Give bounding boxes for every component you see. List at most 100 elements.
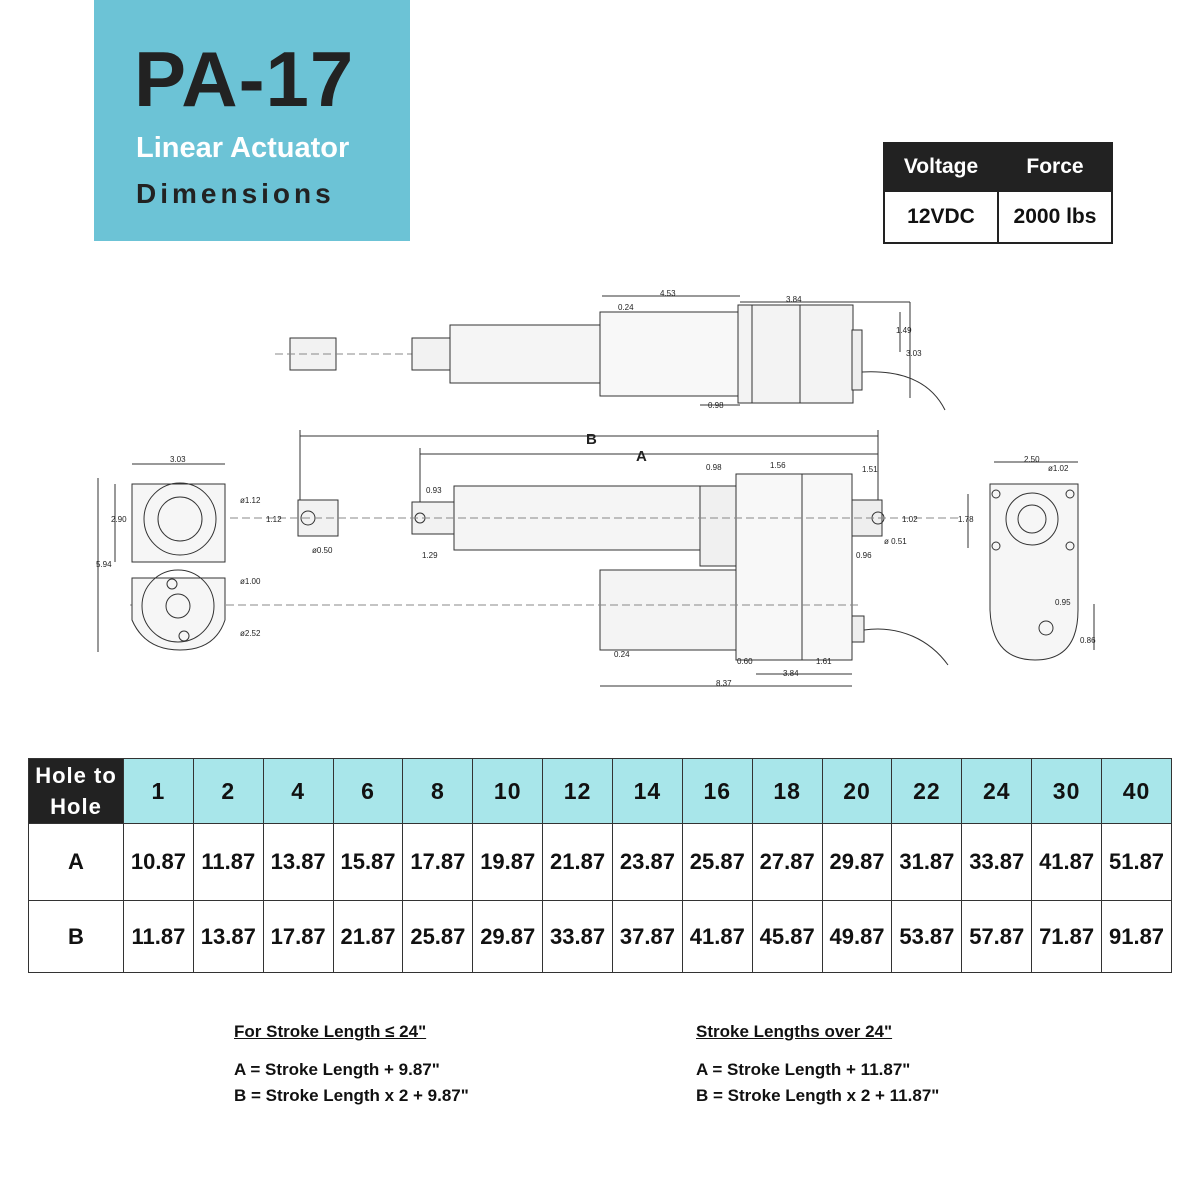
- spec-header-force: Force: [997, 142, 1113, 192]
- column-header: 40: [1101, 758, 1172, 824]
- column-header: 24: [961, 758, 1033, 824]
- dim-left-594: 5.94: [96, 560, 112, 569]
- dim-side-060: 0.60: [737, 657, 753, 666]
- dim-top-098: 0.98: [708, 401, 724, 410]
- table-cell: 21.87: [332, 900, 404, 973]
- dim-top-149: 1.49: [896, 326, 912, 335]
- formula-long-a: A = Stroke Length + 11.87": [696, 1060, 911, 1079]
- table-cell: 57.87: [961, 900, 1033, 973]
- dim-right-086: 0.86: [1080, 636, 1096, 645]
- table-cell: 13.87: [262, 823, 334, 901]
- table-cell: 21.87: [542, 823, 614, 901]
- dim-side-098: 0.98: [706, 463, 722, 472]
- table-header-row: Hole to Hole 1 2 4 6 8 10 12 14 16 18 20…: [28, 758, 1172, 824]
- table-cell: 53.87: [891, 900, 963, 973]
- column-header: 8: [402, 758, 474, 824]
- formula-short-b: B = Stroke Length x 2 + 9.87": [234, 1086, 469, 1105]
- dim-right-102: ø1.02: [1048, 464, 1069, 473]
- column-header: 22: [891, 758, 963, 824]
- column-header: 12: [542, 758, 614, 824]
- dim-label-b: B: [586, 431, 597, 448]
- formula-long-heading: Stroke Lengths over 24": [696, 1022, 893, 1041]
- spec-header-voltage: Voltage: [883, 142, 999, 192]
- formula-short-a: A = Stroke Length + 9.87": [234, 1060, 440, 1079]
- table-cell: 91.87: [1101, 900, 1172, 973]
- table-cell: 17.87: [402, 823, 474, 901]
- table-cell: 41.87: [681, 900, 753, 973]
- dim-top-024: 0.24: [618, 303, 634, 312]
- formula-short-stroke: For Stroke Length ≤ 24" A = Stroke Lengt…: [234, 1022, 469, 1112]
- table-cell: 37.87: [612, 900, 683, 973]
- table-cell: 13.87: [192, 900, 264, 973]
- table-cell: 33.87: [961, 823, 1033, 901]
- product-subtitle: Linear Actuator: [136, 132, 350, 164]
- table-cell: 31.87: [891, 823, 963, 901]
- dim-top-384: 3.84: [786, 295, 802, 304]
- dim-side-102: 1.02: [902, 515, 918, 524]
- table-row: B 11.87 13.87 17.87 21.87 25.87 29.87 33…: [28, 900, 1172, 973]
- dim-left-290: 2.90: [111, 515, 127, 524]
- column-header: 20: [821, 758, 893, 824]
- table-cell: 23.87: [612, 823, 683, 901]
- corner-line-1: Hole to: [35, 763, 117, 788]
- table-cell: 11.87: [123, 900, 194, 973]
- corner-line-2: Hole: [50, 794, 102, 819]
- table-cell: 45.87: [751, 900, 823, 973]
- dim-top-303: 3.03: [906, 349, 922, 358]
- dim-left-100: ø1.00: [240, 577, 261, 586]
- dim-right-095: 0.95: [1055, 598, 1071, 607]
- dim-side-837: 8.37: [716, 679, 732, 688]
- dimensions-subtitle: Dimensions: [136, 178, 335, 209]
- table-cell: 10.87: [123, 823, 194, 901]
- dim-side-151: 1.51: [862, 465, 878, 474]
- dim-right-250: 2.50: [1024, 455, 1040, 464]
- dim-side-129: 1.29: [422, 551, 438, 560]
- table-cell: 33.87: [542, 900, 614, 973]
- spec-voltage-value: 12VDC: [883, 190, 999, 244]
- table-cell: 17.87: [262, 900, 334, 973]
- dim-left-112: 1.12: [266, 515, 282, 524]
- stroke-length-table: Hole to Hole 1 2 4 6 8 10 12 14 16 18 20…: [28, 758, 1172, 973]
- table-row: A 10.87 11.87 13.87 15.87 17.87 19.87 21…: [28, 823, 1172, 901]
- dim-side-096: 0.96: [856, 551, 872, 560]
- dim-side-024: 0.24: [614, 650, 630, 659]
- column-header: 2: [192, 758, 264, 824]
- spec-table: Voltage Force 12VDC 2000 lbs: [883, 142, 1113, 244]
- model-title: PA-17: [134, 35, 355, 123]
- dim-left-112d: ø1.12: [240, 496, 261, 505]
- table-cell: 51.87: [1101, 823, 1172, 901]
- table-cell: 29.87: [821, 823, 893, 901]
- column-header: 16: [681, 758, 753, 824]
- table-cell: 25.87: [681, 823, 753, 901]
- row-label: B: [28, 900, 124, 973]
- dim-side-156: 1.56: [770, 461, 786, 470]
- dim-left-050: ø0.50: [312, 546, 333, 555]
- column-header: 1: [123, 758, 194, 824]
- table-cell: 11.87: [192, 823, 264, 901]
- column-header: 4: [262, 758, 334, 824]
- title-block: PA-17 Linear Actuator Dimensions: [94, 0, 410, 241]
- table-cell: 29.87: [472, 900, 544, 973]
- table-cell: 71.87: [1031, 900, 1103, 973]
- column-header: 14: [612, 758, 683, 824]
- dim-side-161: 1.61: [816, 657, 832, 666]
- dim-top-453: 4.53: [660, 289, 676, 298]
- column-header: 10: [472, 758, 544, 824]
- formula-long-stroke: Stroke Lengths over 24" A = Stroke Lengt…: [696, 1022, 939, 1112]
- table-corner-header: Hole to Hole: [28, 758, 124, 824]
- dim-left-303: 3.03: [170, 455, 186, 464]
- column-header: 6: [332, 758, 404, 824]
- dim-side-051: ø 0.51: [884, 537, 907, 546]
- dim-right-178: 1.78: [958, 515, 974, 524]
- table-cell: 49.87: [821, 900, 893, 973]
- dim-left-252: ø2.52: [240, 629, 261, 638]
- table-cell: 19.87: [472, 823, 544, 901]
- column-header: 18: [751, 758, 823, 824]
- formula-long-b: B = Stroke Length x 2 + 11.87": [696, 1086, 940, 1105]
- table-cell: 15.87: [332, 823, 404, 901]
- spec-force-value: 2000 lbs: [997, 190, 1113, 244]
- dim-side-384: 3.84: [783, 669, 799, 678]
- table-cell: 25.87: [402, 900, 474, 973]
- column-header: 30: [1031, 758, 1103, 824]
- dim-side-093: 0.93: [426, 486, 442, 495]
